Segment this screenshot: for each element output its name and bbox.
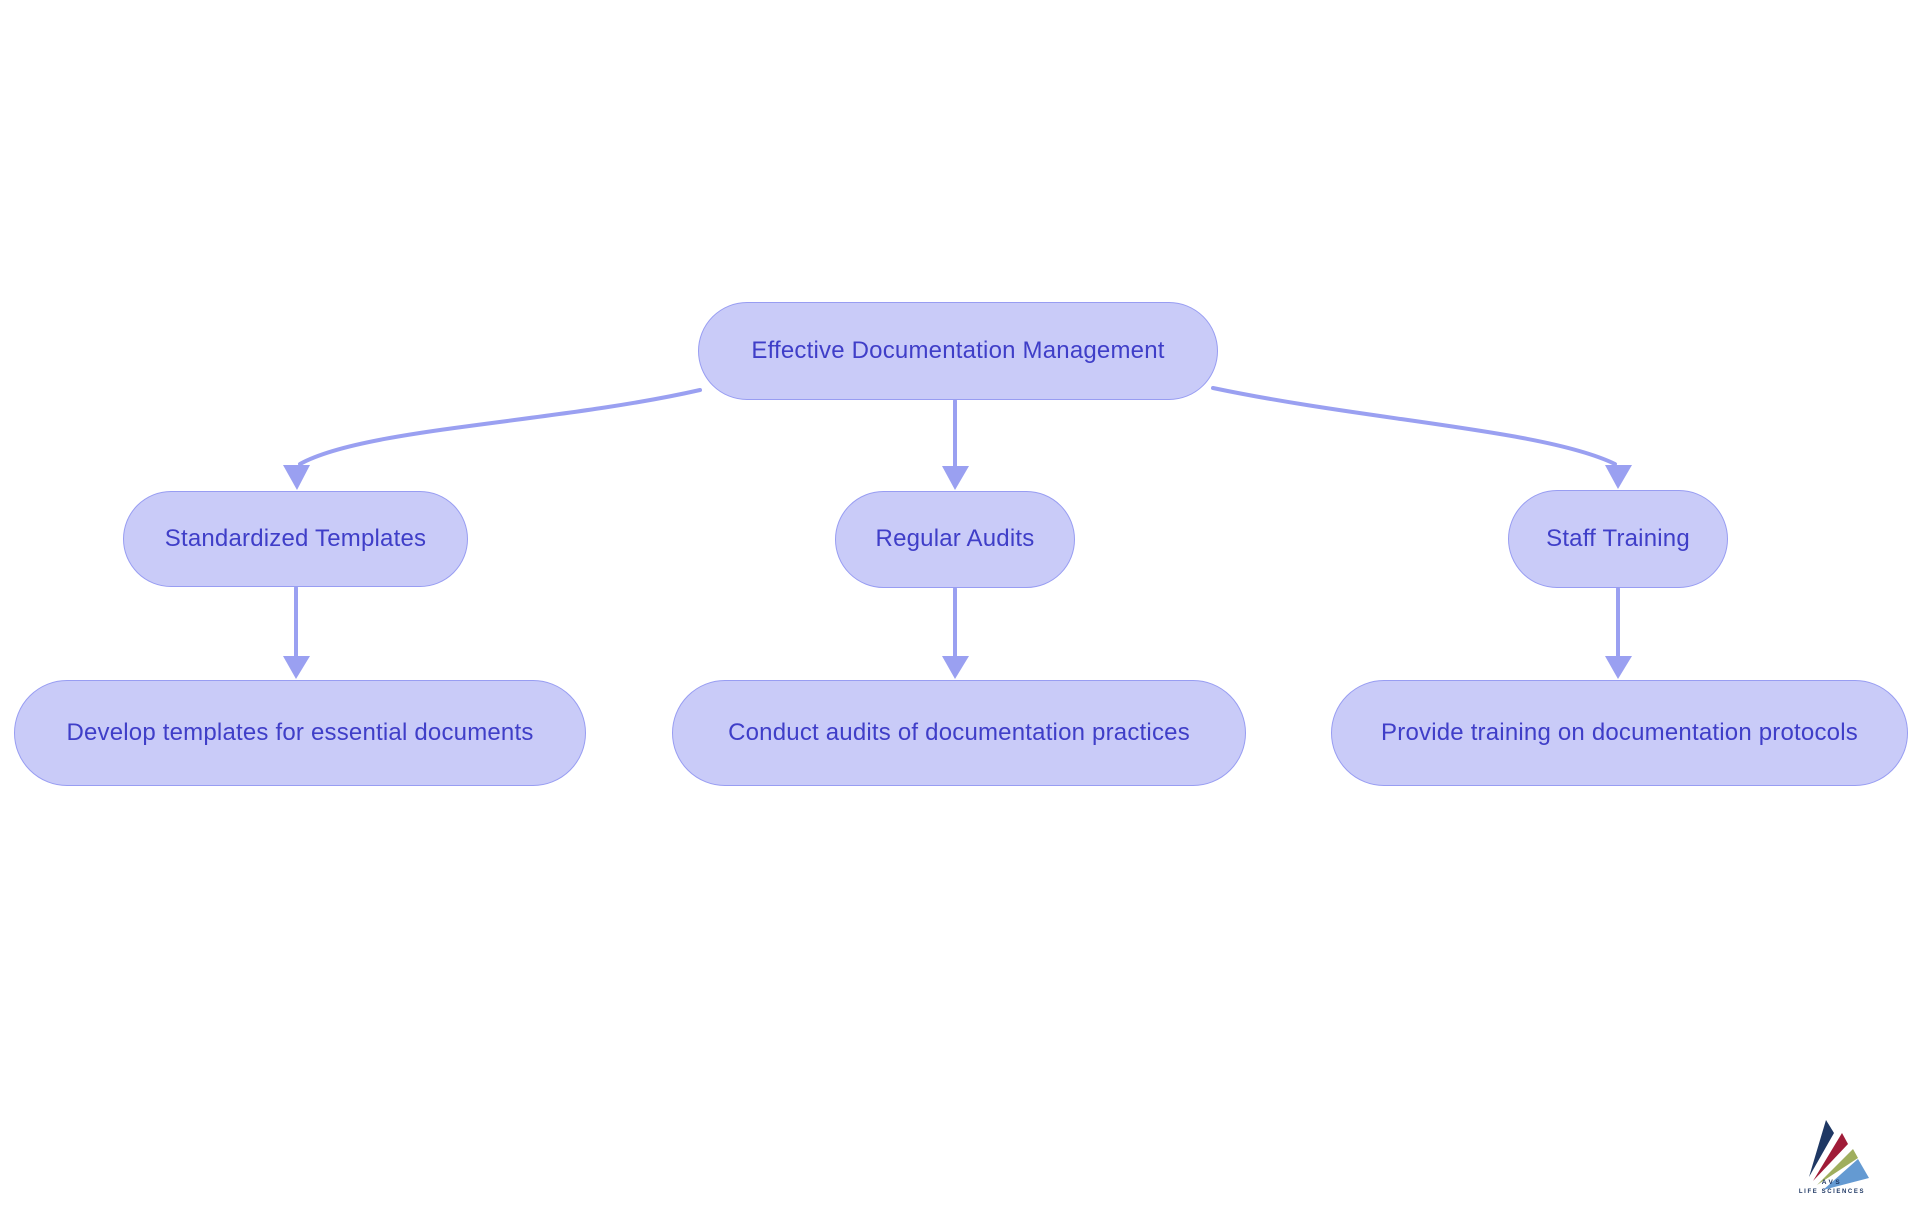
arrowhead-provide-training: [1605, 656, 1632, 679]
node-develop-templates: Develop templates for essential document…: [14, 680, 586, 786]
node-label: Develop templates for essential document…: [66, 718, 534, 746]
node-conduct-audits: Conduct audits of documentation practice…: [672, 680, 1246, 786]
node-label: Staff Training: [1546, 524, 1690, 552]
edge-root-to-standardized-templates: [298, 388, 702, 466]
logo-navy-triangle-icon: [1809, 1120, 1834, 1177]
node-provide-training: Provide training on documentation protoc…: [1331, 680, 1908, 786]
logo-red-triangle-icon: [1813, 1133, 1848, 1181]
logo-green-triangle-icon: [1817, 1149, 1858, 1185]
arrowhead-develop-templates: [283, 656, 310, 679]
node-label: Regular Audits: [875, 525, 1035, 553]
edge-root-to-staff-training: [1211, 386, 1617, 466]
logo-blue-triangle-icon: [1823, 1159, 1869, 1190]
avs-life-sciences-logo: AVS LIFE SCIENCES: [1799, 1120, 1869, 1195]
node-label: Conduct audits of documentation practice…: [728, 718, 1190, 746]
logo-line1: AVS: [1822, 1179, 1842, 1186]
node-effective-documentation-management: Effective Documentation Management: [698, 302, 1218, 400]
node-regular-audits: Regular Audits: [835, 491, 1075, 588]
arrowhead-standardized-templates: [283, 465, 310, 490]
node-label: Provide training on documentation protoc…: [1381, 718, 1858, 746]
node-label: Effective Documentation Management: [751, 336, 1165, 364]
node-staff-training: Staff Training: [1508, 490, 1728, 588]
node-standardized-templates: Standardized Templates: [123, 491, 468, 587]
node-label: Standardized Templates: [164, 524, 427, 552]
arrowhead-conduct-audits: [942, 656, 969, 679]
arrowhead-staff-training: [1605, 465, 1632, 489]
logo-line2: LIFE SCIENCES: [1799, 1189, 1865, 1195]
arrowhead-regular-audits: [942, 466, 969, 490]
